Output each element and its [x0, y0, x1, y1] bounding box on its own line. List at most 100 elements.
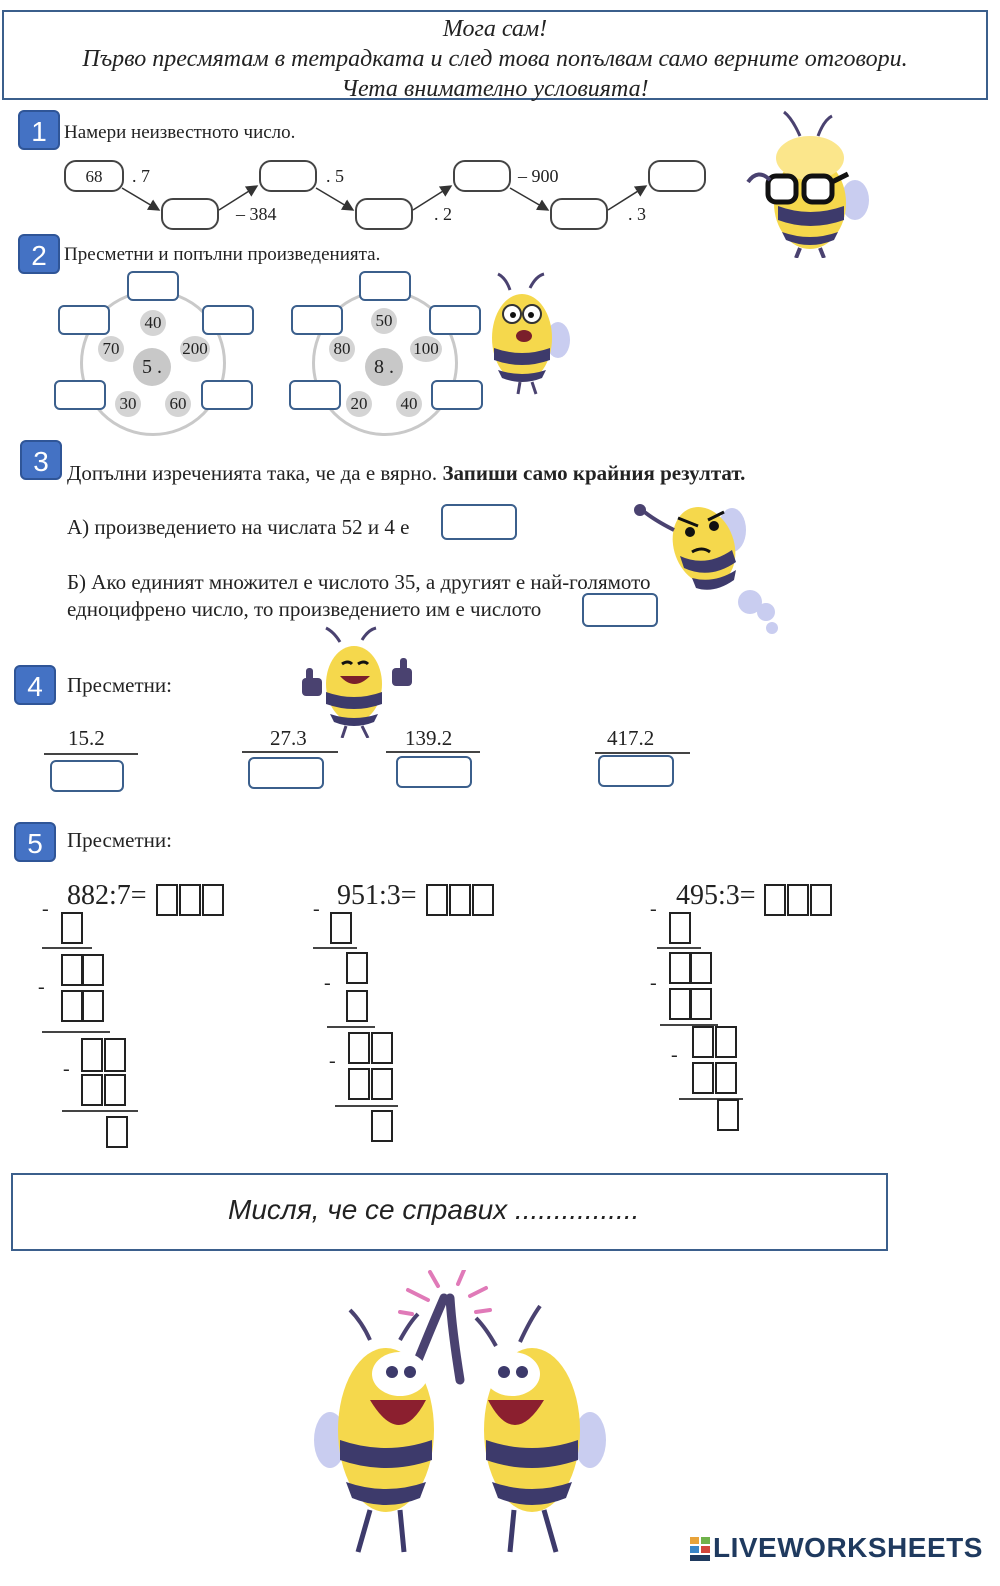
division-1-equation: 882:7=: [67, 880, 147, 911]
task-4-number: 4: [14, 665, 56, 705]
wheel-2-answer-top[interactable]: [359, 271, 411, 301]
division-2-step-2[interactable]: [346, 952, 368, 984]
division-1-step-2a[interactable]: [61, 954, 83, 986]
wheel-2-value-left: 80: [329, 336, 355, 362]
division-3-step-5b[interactable]: [715, 1062, 737, 1094]
task-4-line-1: [44, 753, 138, 755]
task-4-line-3: [386, 751, 480, 753]
division-2-remainder[interactable]: [371, 1110, 393, 1142]
division-2-step-1[interactable]: [330, 912, 352, 944]
division-3-quotient-digit-2[interactable]: [787, 884, 809, 916]
header-line-3: Чета внимателно условията!: [341, 76, 649, 102]
division-2-quotient-digit-1[interactable]: [426, 884, 448, 916]
chain-answer-1[interactable]: [161, 198, 219, 230]
task-4-expression-4: 417.2: [607, 726, 655, 750]
wheel-2-value-bottom-right: 40: [396, 391, 422, 417]
wheel-2-answer-right[interactable]: [429, 305, 481, 335]
task-5-number: 5: [14, 822, 56, 862]
wheel-2-answer-bottom-left[interactable]: [289, 380, 341, 410]
division-1-step-5a[interactable]: [81, 1074, 103, 1106]
division-3-quotient-digit-3[interactable]: [810, 884, 832, 916]
division-2-minus-3: -: [329, 1050, 336, 1072]
wheel-1-value-bottom-right: 60: [165, 391, 191, 417]
wheel-2-answer-bottom-right[interactable]: [431, 380, 483, 410]
task-4-answer-4[interactable]: [598, 755, 674, 787]
division-1-minus-1: -: [42, 898, 49, 920]
division-1-quotient-digit-3[interactable]: [202, 884, 224, 916]
wheel-1-answer-bottom-left[interactable]: [54, 380, 106, 410]
chain-answer-6[interactable]: [648, 160, 706, 192]
wheel-1-value-left: 70: [98, 336, 124, 362]
division-1-remainder[interactable]: [106, 1116, 128, 1148]
task-4-expression-2: 27.3: [270, 726, 307, 750]
division-1-step-5b[interactable]: [104, 1074, 126, 1106]
division-1-minus-2: -: [38, 976, 45, 998]
division-1-step-2b[interactable]: [82, 954, 104, 986]
chain-answer-2[interactable]: [259, 160, 317, 192]
division-2-step-4b[interactable]: [371, 1032, 393, 1064]
task-1-instruction: Намери неизвестното число.: [64, 122, 296, 143]
division-1-step-4a[interactable]: [81, 1038, 103, 1072]
header-line-2: Първо пресмятам в тетрадката и след това…: [82, 46, 908, 72]
division-3-minus-1: -: [650, 898, 657, 920]
chain-op-1: . 7: [132, 166, 150, 186]
division-1-quotient-digit-1[interactable]: [156, 884, 178, 916]
chain-answer-3[interactable]: [355, 198, 413, 230]
wheel-2-answer-left[interactable]: [291, 305, 343, 335]
division-1-step-4b[interactable]: [104, 1038, 126, 1072]
wheel-1-answer-left[interactable]: [58, 305, 110, 335]
task-3-answer-b[interactable]: [582, 593, 658, 627]
division-3-step-2b[interactable]: [690, 952, 712, 984]
wheel-1-answer-top[interactable]: [127, 271, 179, 301]
task-4-answer-1[interactable]: [50, 760, 124, 792]
chain-op-2: – 384: [236, 204, 277, 224]
task-3-instruction-plain: Допълни изреченията така, че да е вярно.: [67, 461, 438, 485]
task-3-number: 3: [20, 440, 62, 480]
task-4-answer-2[interactable]: [248, 757, 324, 789]
division-2-minus-1: -: [313, 898, 320, 920]
division-1-line-1: [42, 947, 92, 949]
division-2-line-1: [313, 947, 357, 949]
division-3-step-3a[interactable]: [669, 988, 691, 1020]
division-3-step-4b[interactable]: [715, 1026, 737, 1058]
task-2-instruction: Пресметни и попълни произведенията.: [64, 244, 381, 265]
division-3-step-5a[interactable]: [692, 1062, 714, 1094]
division-1-step-3a[interactable]: [61, 990, 83, 1022]
division-1-step-1[interactable]: [61, 912, 83, 944]
bee-glasses-illustration: [746, 110, 869, 258]
chain-start-value: 68: [64, 160, 124, 192]
division-1-minus-3: -: [63, 1058, 70, 1080]
division-3-step-1[interactable]: [669, 912, 691, 944]
division-2-step-5b[interactable]: [371, 1068, 393, 1100]
chain-answer-5[interactable]: [550, 198, 608, 230]
bee-thumbs-up-illustration: [302, 626, 412, 738]
division-3-step-3b[interactable]: [690, 988, 712, 1020]
division-3-step-4a[interactable]: [692, 1026, 714, 1058]
division-3-minus-2: -: [650, 972, 657, 994]
task-4-answer-3[interactable]: [396, 756, 472, 788]
self-assessment-text: Мисля, че се справих ................: [228, 1194, 640, 1225]
chain-answer-4[interactable]: [453, 160, 511, 192]
division-2-step-3[interactable]: [346, 990, 368, 1022]
division-1-line-2: [42, 1031, 110, 1033]
wheel-1-answer-bottom-right[interactable]: [201, 380, 253, 410]
division-3-quotient-digit-1[interactable]: [764, 884, 786, 916]
division-3-step-2a[interactable]: [669, 952, 691, 984]
wheel-1-answer-right[interactable]: [202, 305, 254, 335]
task-3-statement-b-line-2: едноцифрено число, то произведението им …: [67, 597, 542, 621]
division-2-quotient-digit-2[interactable]: [449, 884, 471, 916]
task-4-line-4: [595, 752, 690, 754]
division-2-quotient-digit-3[interactable]: [472, 884, 494, 916]
task-2-number: 2: [18, 234, 60, 274]
wheel-2-value-top: 50: [371, 308, 397, 334]
division-1-quotient-digit-2[interactable]: [179, 884, 201, 916]
division-2-step-4a[interactable]: [348, 1032, 370, 1064]
division-3-remainder[interactable]: [717, 1099, 739, 1131]
bees-high-five-illustration: [314, 1270, 606, 1553]
liveworksheets-brand[interactable]: LIVEWORKSHEETS: [713, 1532, 983, 1563]
instructions-header: Мога сам! Първо пресмятам в тетрадката и…: [2, 10, 988, 102]
division-1-step-3b[interactable]: [82, 990, 104, 1022]
wheel-2-value-bottom-left: 20: [346, 391, 372, 417]
task-3-answer-a[interactable]: [441, 504, 517, 540]
division-2-step-5a[interactable]: [348, 1068, 370, 1100]
